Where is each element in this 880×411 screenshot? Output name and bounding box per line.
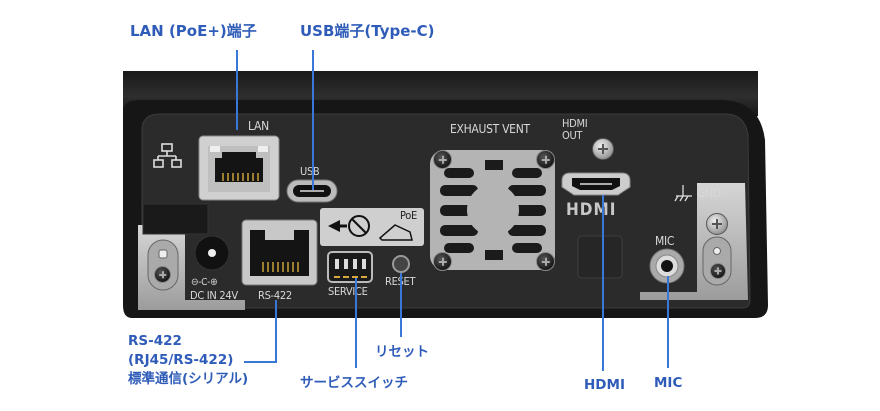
label-usb: USB [300, 165, 320, 178]
hdmi-lock-screw [592, 138, 614, 160]
leader-line-service [355, 278, 357, 368]
label-hdmi-out-2: OUT [562, 129, 583, 142]
label-rs422: RS-422 [258, 289, 292, 302]
mount-tab [142, 203, 209, 235]
vent-screw-br [536, 252, 555, 271]
label-mic: MIC [655, 234, 675, 248]
ground-icon [674, 185, 692, 202]
label-hdmi-out-1: HDMI [562, 117, 588, 130]
right-mount-screw [710, 263, 726, 279]
rs422-port-socket [250, 230, 309, 276]
label-gnd: GND [697, 186, 721, 200]
poe-warning-label [320, 208, 424, 246]
label-dc-in: DC IN 24V [190, 289, 238, 302]
vent-screw-bl [433, 252, 452, 271]
leader-line-rs422-vertical [275, 300, 277, 362]
leader-line-usb [312, 50, 314, 190]
leader-line-hdmi [602, 195, 604, 371]
callout-rs422-line3: 標準通信(シリアル) [128, 371, 249, 387]
label-exhaust-vent: EXHAUST VENT [450, 122, 530, 136]
exhaust-vent-fan [430, 150, 555, 270]
gnd-screw [706, 213, 728, 235]
blank-cover [577, 235, 623, 279]
reset-button [392, 255, 410, 273]
left-mount-screw [154, 266, 171, 283]
lan-port-socket [215, 152, 263, 182]
leader-line-reset [400, 273, 402, 337]
callout-reset: リセット [375, 344, 429, 360]
label-dc-polarity: ⊖-C-⊕ [191, 277, 218, 288]
leader-line-mic [667, 276, 669, 368]
label-lan: LAN [248, 119, 269, 133]
callout-usb-type-c: USB端子(Type-C) [300, 22, 435, 40]
network-icon [153, 143, 182, 168]
callout-rs422-line2: (RJ45/RS-422) [128, 352, 234, 368]
label-poe: PoE [400, 209, 417, 222]
callout-lan-poe: LAN (PoE+)端子 [130, 22, 257, 40]
callout-rs422-line1: RS-422 [128, 333, 182, 349]
leader-line-lan [236, 50, 238, 130]
label-service: SERVICE [328, 285, 368, 298]
callout-mic: MIC [654, 375, 683, 391]
vent-screw-tr [536, 150, 555, 169]
callout-service-switch: サービススイッチ [300, 375, 408, 391]
leader-line-rs422-horizontal [244, 361, 277, 363]
hdmi-logo: HDMI [566, 200, 617, 220]
callout-hdmi: HDMI [584, 377, 625, 393]
vent-screw-tl [433, 150, 452, 169]
